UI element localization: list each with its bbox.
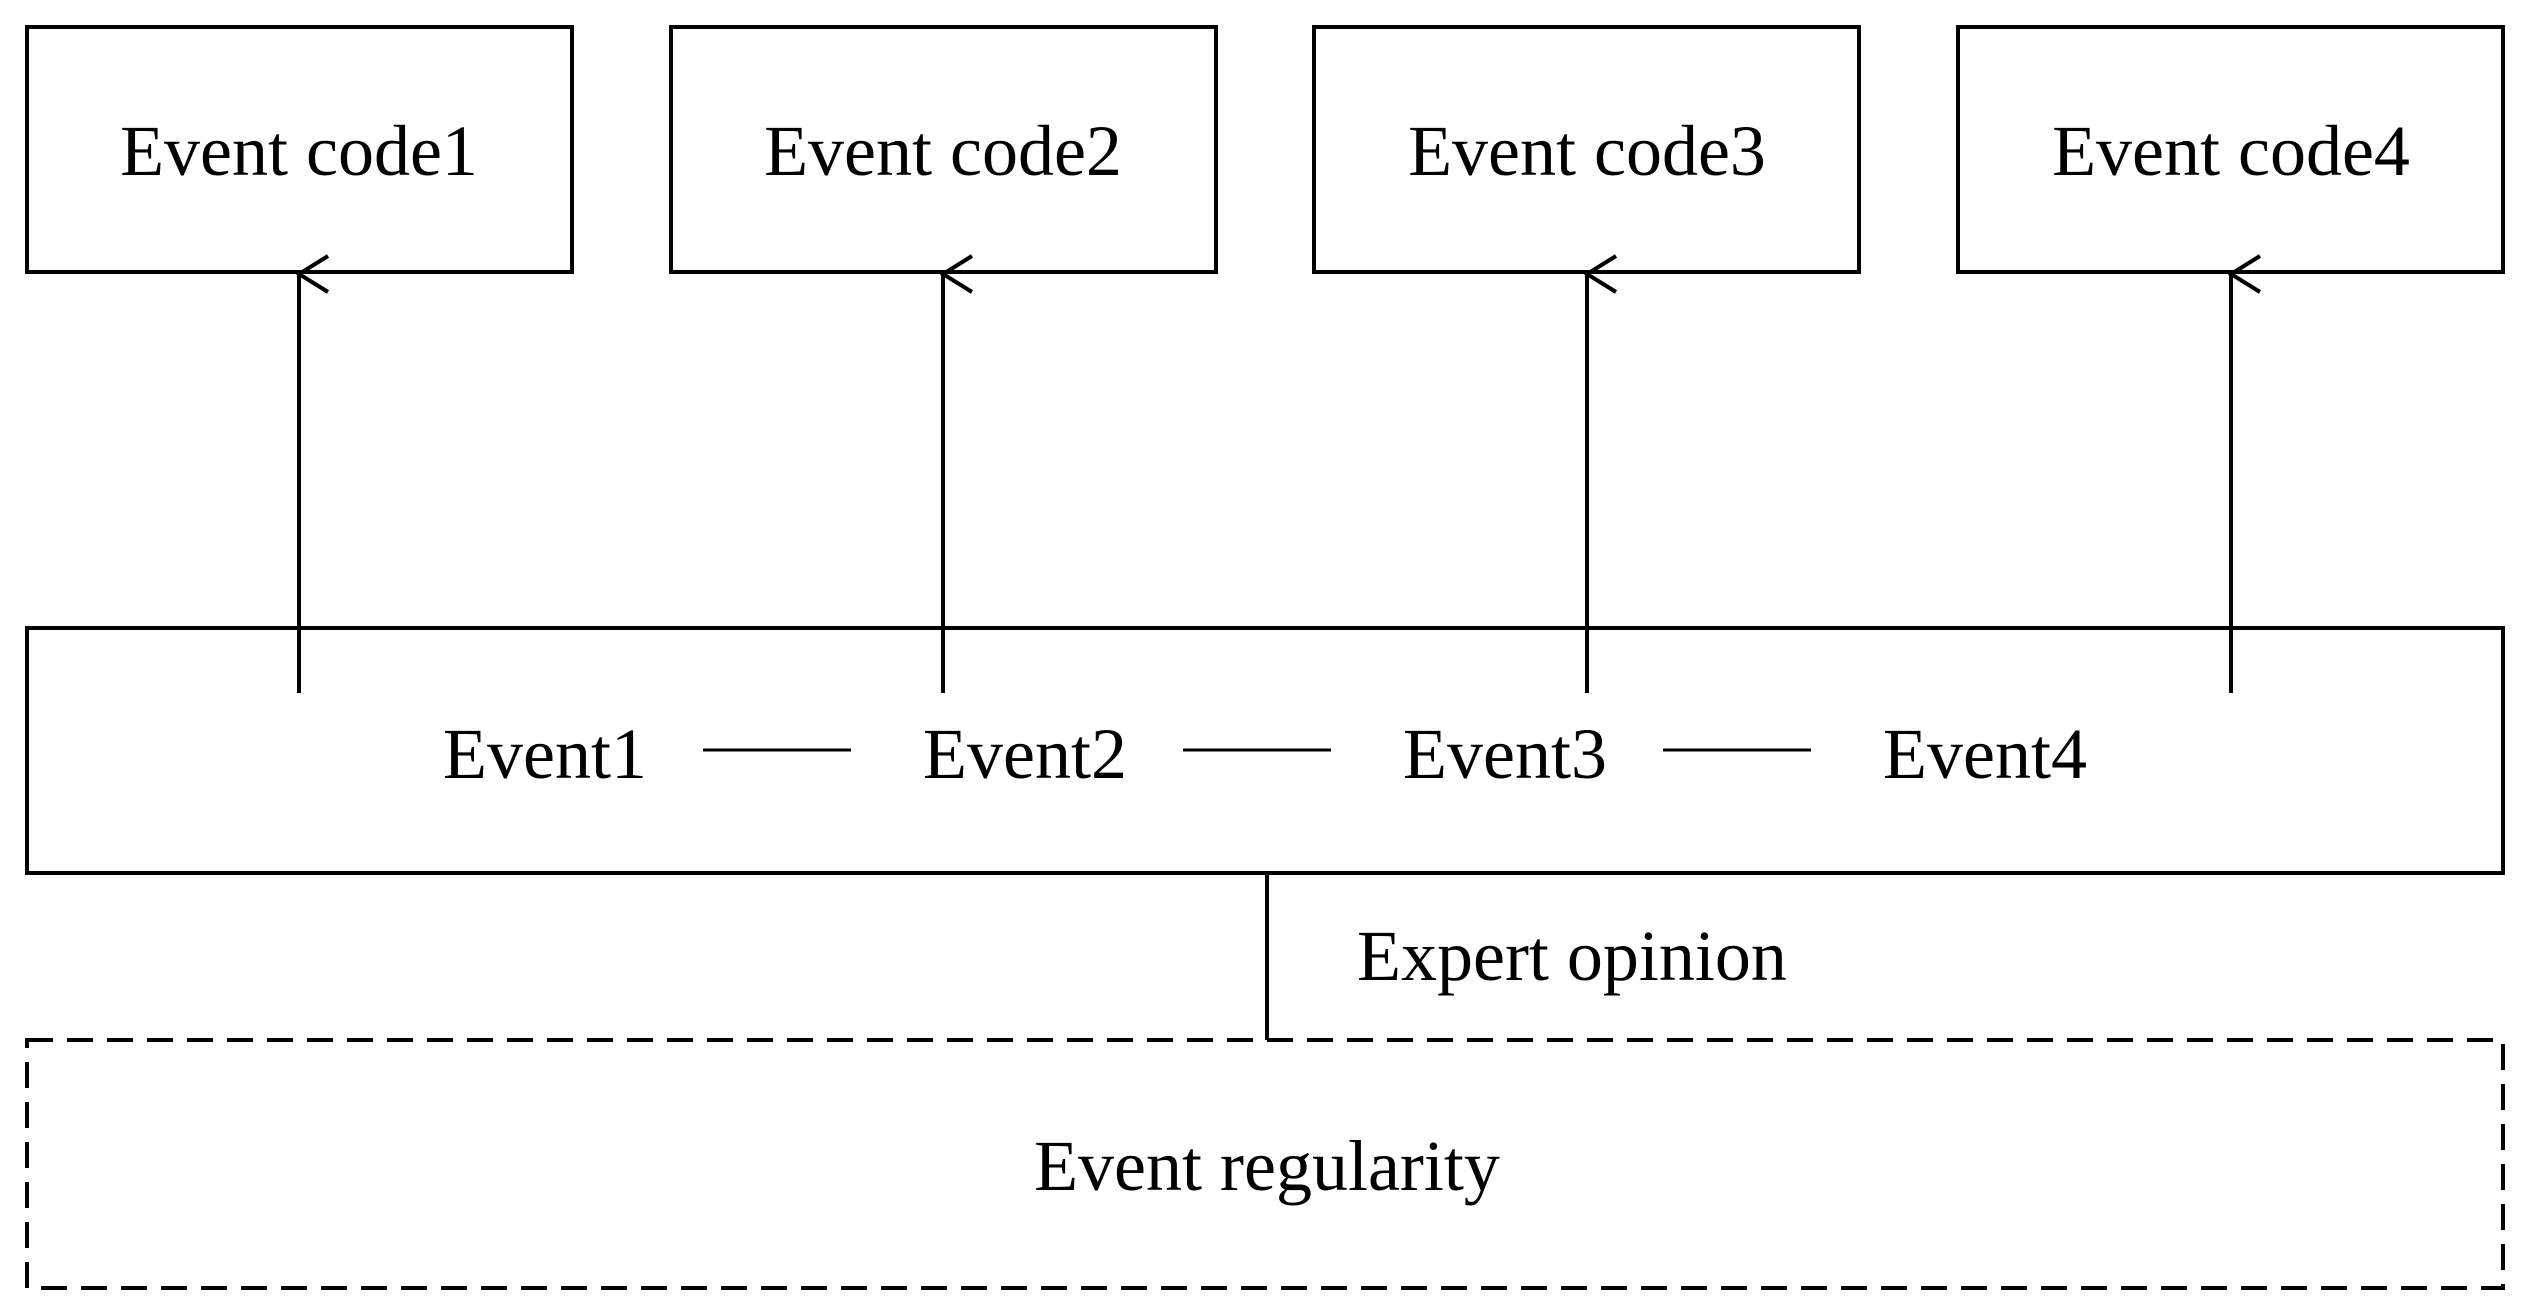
- event-regularity-label: Event regularity: [1034, 1126, 1500, 1206]
- event-code-box-2: Event code2: [669, 25, 1218, 274]
- expert-opinion-label: Expert opinion: [1357, 916, 1787, 996]
- event-label-4: Event4: [1883, 714, 2087, 794]
- event-code-label-1: Event code1: [120, 111, 478, 191]
- event-regularity-box: [25, 1038, 2505, 1290]
- event-code-label-4: Event code4: [2052, 111, 2410, 191]
- event-label-1: Event1: [443, 714, 647, 794]
- event-code-label-2: Event code2: [764, 111, 1122, 191]
- event-code-box-4: Event code4: [1956, 25, 2505, 274]
- event-code-box-3: Event code3: [1312, 25, 1861, 274]
- event-label-2: Event2: [923, 714, 1127, 794]
- event-code-box-1: Event code1: [25, 25, 574, 274]
- event-label-3: Event3: [1403, 714, 1607, 794]
- event-code-label-3: Event code3: [1408, 111, 1766, 191]
